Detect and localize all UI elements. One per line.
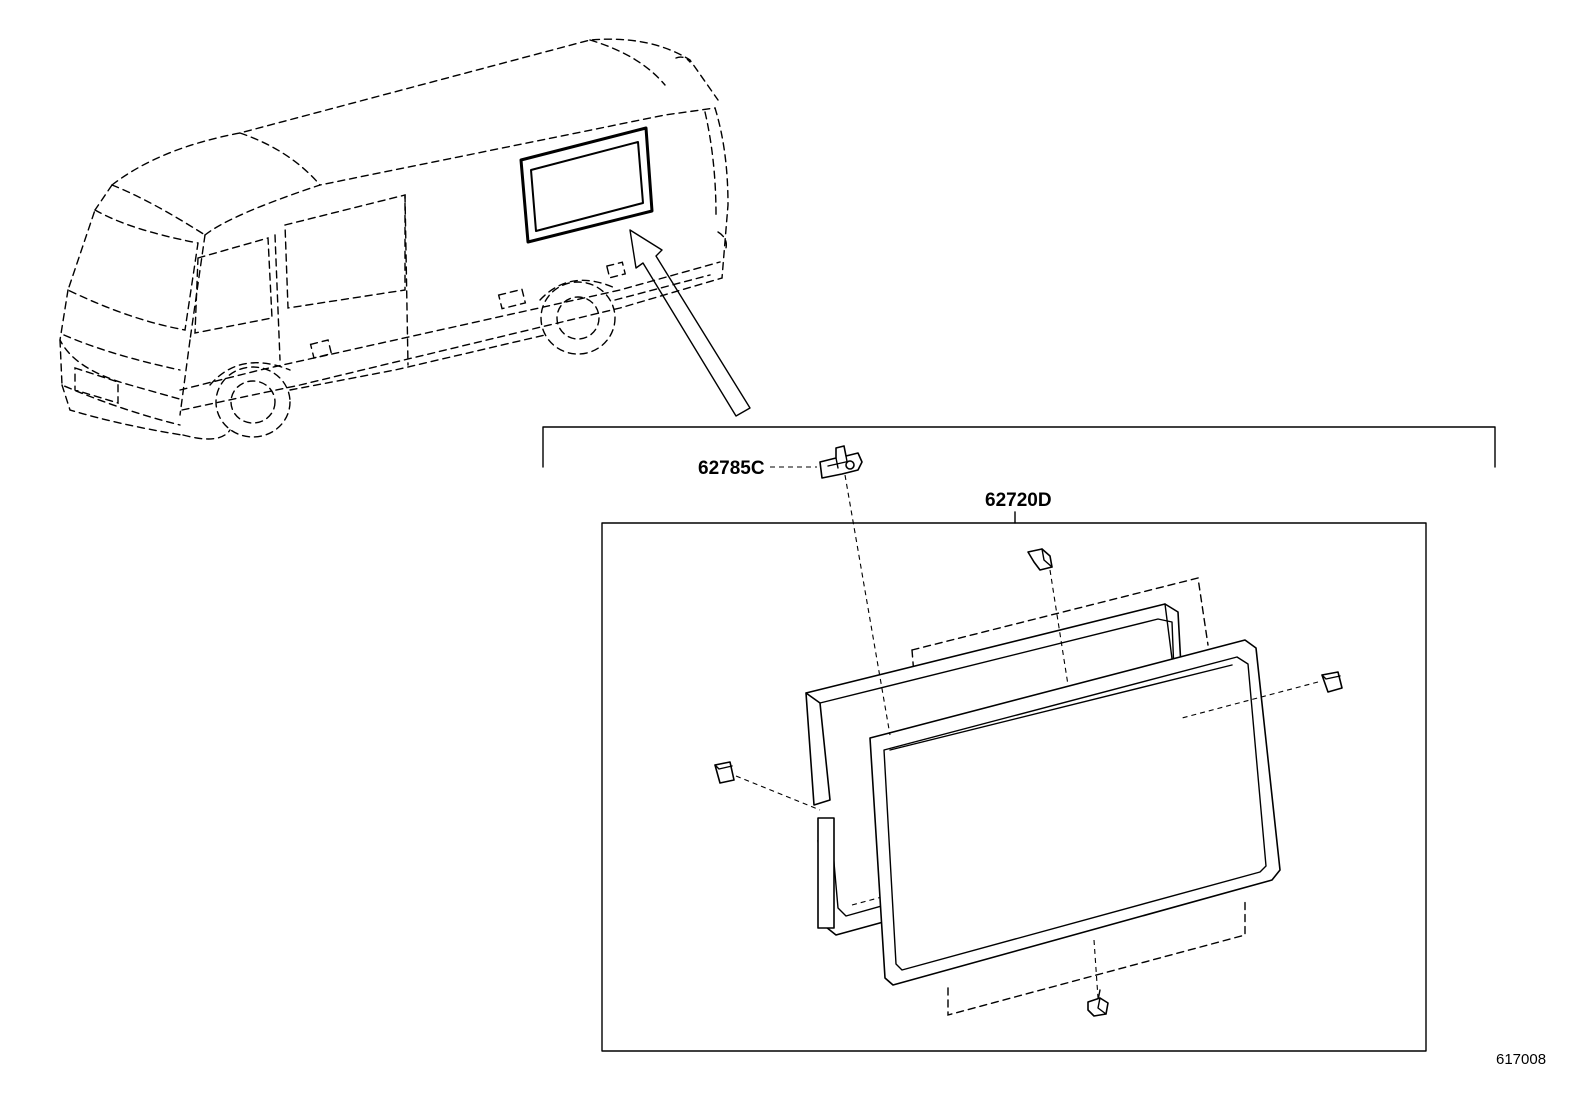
- figure-code: 617008: [1496, 1051, 1546, 1068]
- label-62720d: 62720D: [985, 490, 1052, 511]
- group-bracket: [542, 426, 1496, 468]
- block-clip-top: [1027, 548, 1053, 571]
- window-assembly-62720d: 62720D: [601, 474, 1427, 1052]
- target-window-outline: [519, 126, 654, 244]
- pointer-arrow: [629, 229, 751, 417]
- block-clip-left: [714, 761, 735, 784]
- clip-62785c: 62785C: [698, 445, 863, 479]
- label-62785c: 62785C: [698, 458, 765, 479]
- assembly-box: [601, 522, 1427, 1052]
- block-clip-right: [1321, 671, 1343, 693]
- leader-clip-to-frame: [844, 474, 891, 736]
- vehicle-illustration: [59, 38, 751, 440]
